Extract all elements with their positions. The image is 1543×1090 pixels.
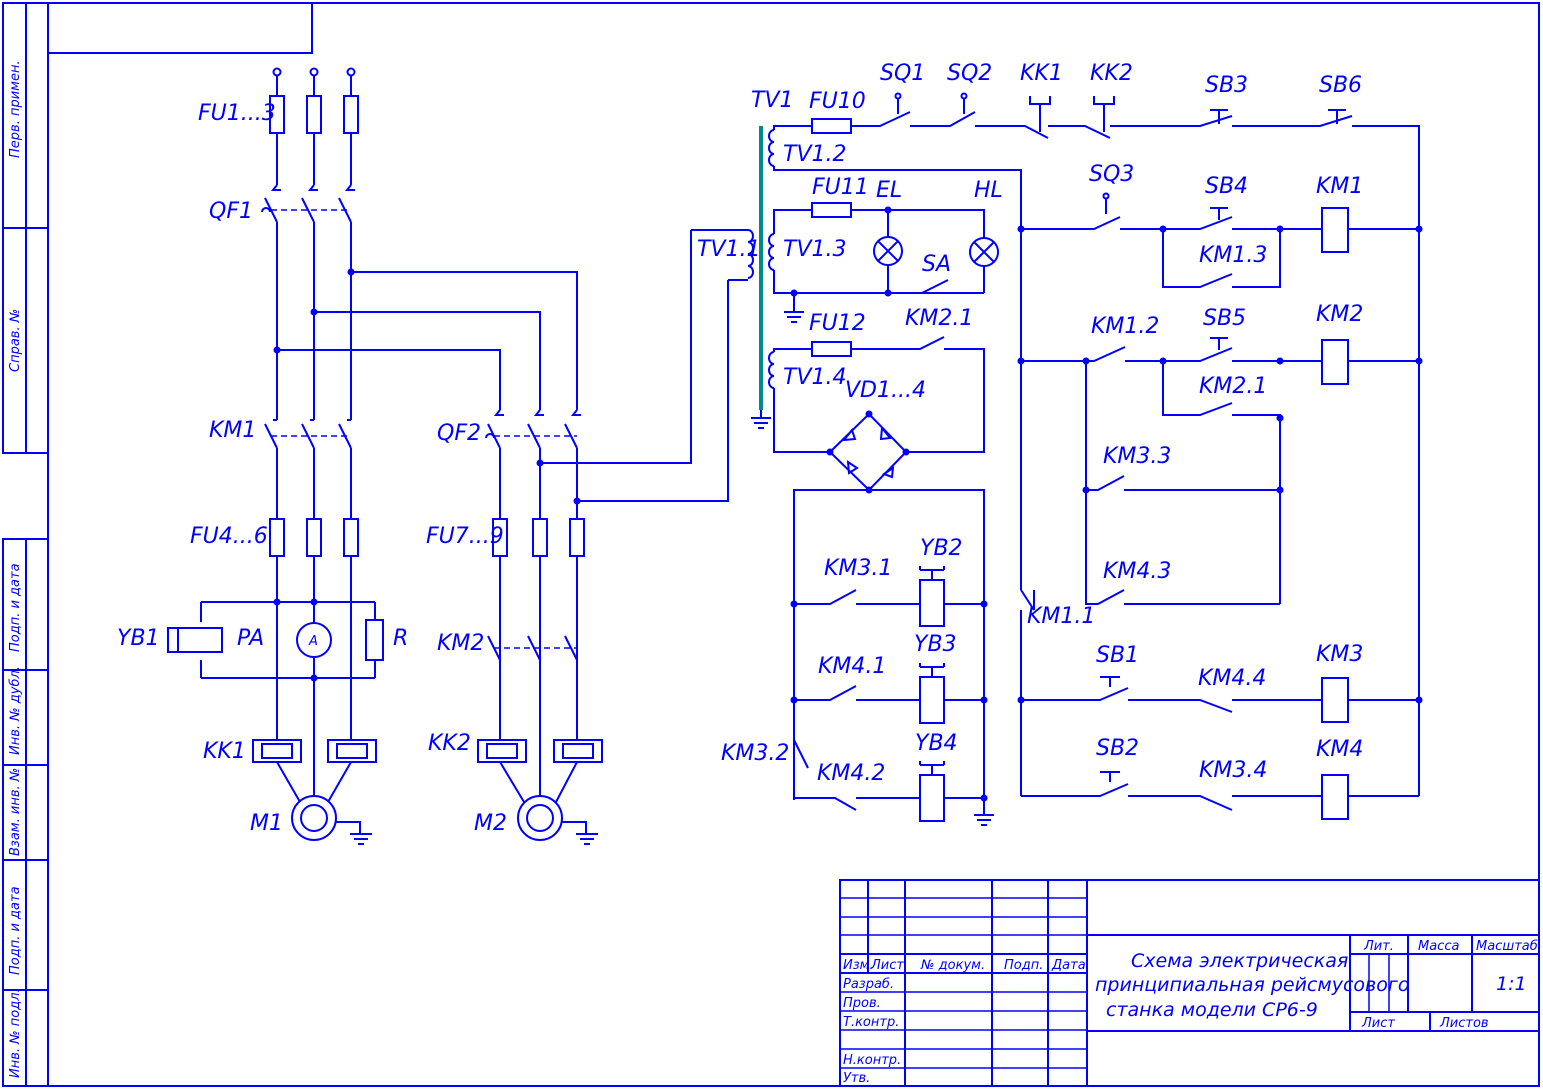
label-km3: KM3 (1316, 642, 1363, 667)
label-km3-2: KM3.2 (721, 741, 789, 766)
label-km1-2: KM1.2 (1091, 314, 1159, 339)
side-podp-data-1: Подп. и дата (8, 563, 23, 652)
label-km3-1: KM3.1 (824, 556, 892, 581)
lighting-and-rectifier (790, 118, 999, 826)
label-km1-power: KM1 (209, 418, 256, 443)
tb-lit: Лит. (1363, 939, 1394, 954)
label-tv1-1: TV1.1 (697, 237, 760, 262)
label-km1-3: KM1.3 (1199, 243, 1267, 268)
tb-massa: Масса (1418, 939, 1459, 954)
label-sb6: SB6 (1319, 73, 1362, 98)
label-fu10: FU10 (809, 89, 866, 114)
tb-col-list: Лист (870, 958, 904, 973)
label-sa: SA (922, 252, 951, 277)
label-km3-3: KM3.3 (1103, 444, 1171, 469)
label-yb1: YB1 (117, 626, 160, 651)
label-yb3: YB3 (914, 632, 957, 657)
label-km4: KM4 (1316, 737, 1363, 762)
label-qf1: QF1 (209, 199, 253, 224)
tb-row-prov: Пров. (843, 996, 881, 1011)
label-fu4-6: FU4...6 (190, 524, 268, 549)
label-sq1: SQ1 (880, 61, 925, 86)
label-sb2: SB2 (1096, 736, 1139, 761)
label-km4-2: KM4.2 (817, 761, 885, 786)
side-inv-dubl: Инв. № дубл. (8, 666, 23, 755)
label-el: EL (876, 178, 902, 203)
tb-row-razrab: Разраб. (843, 977, 894, 992)
label-fu7-9: FU7...9 (426, 524, 504, 549)
tb-listov: Листов (1439, 1016, 1489, 1031)
label-qf2: QF2 (437, 421, 481, 446)
side-stamp-labels: Перв. примен. Справ. № Подп. и дата Инв.… (8, 60, 23, 1078)
label-sq3: SQ3 (1089, 162, 1134, 187)
tb-scale: 1:1 (1496, 973, 1527, 995)
label-km2-power: KM2 (437, 631, 484, 656)
label-hl: HL (974, 178, 1003, 203)
side-podp-data-2: Подп. и дата (8, 886, 23, 975)
power-circuit-m1 (167, 67, 384, 845)
tb-col-doc: № докум. (920, 958, 985, 973)
control-circuit (851, 92, 1423, 820)
label-sq2: SQ2 (947, 61, 992, 86)
label-kk1: KK1 (1020, 61, 1063, 86)
label-km4-3: KM4.3 (1103, 559, 1171, 584)
tb-title-line3: станка модели СР6-9 (1106, 999, 1318, 1021)
label-km1: KM1 (1316, 174, 1363, 199)
side-perv-primen: Перв. примен. (8, 60, 23, 158)
label-fu11: FU11 (812, 175, 869, 200)
tb-title-line1: Схема электрическая (1131, 950, 1348, 972)
side-sprav-no: Справ. № (8, 309, 23, 372)
tb-masshtab: Масштаб (1476, 939, 1538, 954)
tb-row-tkontr: Т.контр. (843, 1015, 899, 1030)
label-r: R (393, 626, 408, 651)
side-vzam-inv: Взам. инв. № (8, 768, 23, 856)
label-vd1-4: VD1...4 (845, 378, 926, 403)
label-sb1: SB1 (1096, 643, 1139, 668)
tb-col-podp: Подп. (1004, 958, 1043, 973)
tb-row-utv: Утв. (843, 1071, 870, 1086)
label-km2-1: KM2.1 (1199, 374, 1267, 399)
label-m2: M2 (474, 811, 507, 836)
side-inv-podl: Инв. № подл. (8, 988, 23, 1078)
label-km4-1: KM4.1 (818, 654, 886, 679)
label-sb5: SB5 (1203, 306, 1246, 331)
label-tv1: TV1 (751, 88, 794, 113)
label-ammeter: A (308, 634, 318, 649)
label-tv1-2: TV1.2 (783, 142, 846, 167)
label-yb4: YB4 (915, 731, 958, 756)
label-kk2-power: KK2 (428, 731, 471, 756)
tb-row-nkontr: Н.контр. (843, 1053, 901, 1068)
label-sb4: SB4 (1205, 174, 1248, 199)
label-fu1-3: FU1...3 (198, 101, 276, 126)
title-block: Изм. Лист № докум. Подп. Дата Разраб. Пр… (839, 879, 1540, 1087)
label-km1-1: KM1.1 (1027, 604, 1095, 629)
label-km2: KM2 (1316, 302, 1363, 327)
tb-list: Лист (1361, 1016, 1395, 1031)
label-km3-4: KM3.4 (1199, 758, 1267, 783)
label-tv1-4: TV1.4 (783, 365, 846, 390)
label-tv1-3: TV1.3 (783, 237, 846, 262)
label-pa: PA (237, 626, 264, 651)
power-circuit-m2 (277, 271, 603, 845)
label-m1: M1 (250, 811, 283, 836)
label-sb3: SB3 (1205, 73, 1248, 98)
label-kk2: KK2 (1090, 61, 1133, 86)
label-kk1-power: KK1 (203, 739, 246, 764)
label-km4-4: KM4.4 (1198, 666, 1266, 691)
component-labels: FU1...3 QF1 KM1 FU4...6 YB1 PA A R KK1 M… (117, 61, 1363, 836)
tb-title-line2: принципиальная рейсмусового (1095, 974, 1409, 996)
label-yb2: YB2 (920, 536, 963, 561)
label-km2-1-top: KM2.1 (905, 306, 973, 331)
label-fu12: FU12 (809, 311, 866, 336)
tb-col-data: Дата (1051, 958, 1086, 973)
transformer-tv1 (540, 125, 1022, 590)
tb-col-izm: Изм. (843, 958, 874, 973)
